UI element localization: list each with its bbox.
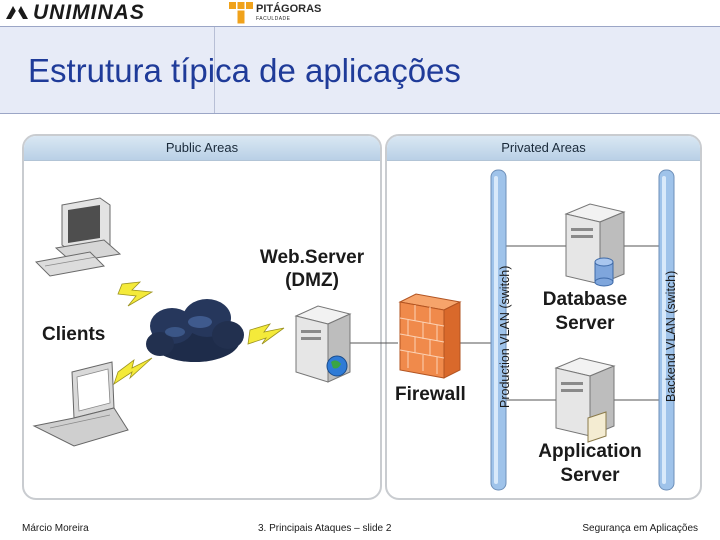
lightning-bolt-bottom-icon (113, 357, 153, 385)
application-server-label: Application Server (524, 440, 656, 488)
webserver-label-line1: Web.Server (259, 247, 365, 268)
production-vlan-switch (490, 169, 507, 491)
uniminas-wordmark: UNIMINAS (33, 1, 145, 24)
desktop-client-icon (34, 197, 122, 277)
application-label-line2: Server (560, 465, 620, 486)
pitagoras-subtitle: FACULDADE (256, 16, 291, 22)
uniminas-logo: UNIMINAS (4, 1, 145, 24)
pitagoras-mark-icon (229, 2, 253, 24)
backend-vlan-switch (658, 169, 675, 491)
application-label-line1: Application (538, 441, 642, 462)
firewall-icon (398, 293, 462, 379)
title-divider (214, 27, 215, 113)
laptop-client-icon (32, 361, 129, 447)
database-server-icon (564, 203, 626, 287)
clients-label: Clients (42, 324, 106, 345)
lightning-bolt-top-icon (117, 281, 154, 307)
web-server-icon (294, 305, 352, 383)
footer-author: Márcio Moreira (22, 523, 89, 534)
database-server-label: Database Server (530, 288, 640, 336)
webserver-label: Web.Server (DMZ) (250, 246, 374, 292)
uniminas-mark-icon (6, 6, 28, 19)
firewall-label: Firewall (395, 384, 466, 405)
slide-footer: Márcio Moreira 3. Principais Ataques – s… (0, 519, 720, 540)
production-vlan-label: Production VLAN (switch) (498, 265, 512, 408)
logo-bar: UNIMINAS PITÁGORAS FACULDADE (0, 0, 720, 26)
webserver-label-line2: (DMZ) (285, 270, 339, 291)
private-areas-header: Privated Areas (387, 136, 700, 161)
footer-course: Segurança em Aplicações (582, 523, 698, 534)
database-label-line2: Server (555, 313, 615, 334)
page-title: Estrutura típica de aplicações (28, 52, 461, 89)
application-server-icon (554, 357, 616, 443)
pitagoras-logo: PITÁGORAS FACULDADE (228, 1, 321, 25)
public-areas-header: Public Areas (24, 136, 380, 161)
internet-cloud-icon (146, 299, 244, 362)
private-areas-panel: Privated Areas (385, 134, 702, 500)
pitagoras-wordmark: PITÁGORAS (256, 3, 322, 15)
footer-slide-ref: 3. Principais Ataques – slide 2 (258, 523, 392, 534)
lightning-bolt-right-icon (247, 323, 285, 345)
backend-vlan-label: Backend VLAN (switch) (664, 270, 678, 402)
database-label-line1: Database (542, 289, 628, 310)
title-band: Estrutura típica de aplicações (0, 26, 720, 114)
